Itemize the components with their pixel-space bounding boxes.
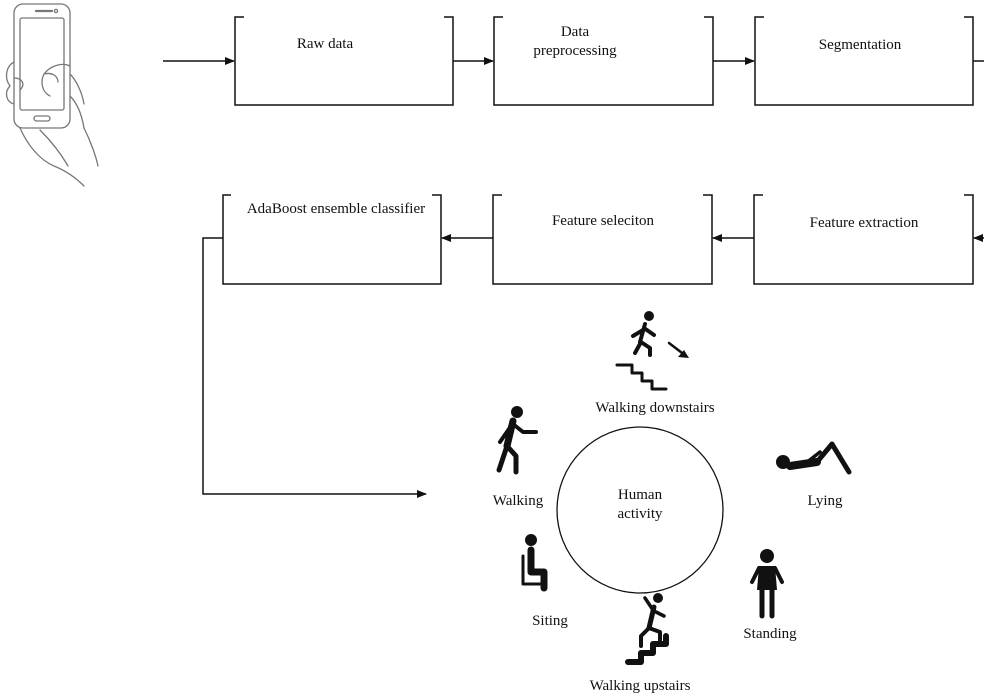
arrow-ada-to-activity (202, 237, 427, 498)
human-activity-label: Human activity (617, 487, 663, 522)
stage-raw-data (234, 16, 454, 106)
stage-label-raw-data: Raw data (296, 36, 354, 52)
activity-label-standing: Standing (743, 626, 797, 642)
walking-person-icon (496, 406, 538, 475)
stage-feature-selection (492, 194, 713, 285)
stage-segmentation (754, 16, 974, 106)
stage-ada-boost (222, 194, 442, 285)
stage-label-feature-extraction: Feature extraction (809, 215, 919, 231)
activity-label-walking: Walking (492, 493, 544, 509)
activity-label-lying: Lying (807, 493, 843, 509)
hand-holding-smartphone-icon (5, 3, 99, 187)
lying-person-icon (776, 441, 852, 475)
activity-label-walking-downstairs: Walking downstairs (595, 400, 715, 416)
sitting-person-icon (521, 534, 548, 592)
walking-upstairs-icon (625, 593, 669, 665)
stage-feature-extraction (753, 194, 974, 285)
stage-label-segmentation: Segmentation (818, 37, 902, 53)
walking-downstairs-icon (615, 311, 689, 391)
stage-label-data-preprocessing: Data preprocessing (533, 24, 617, 59)
activity-label-walking-upstairs: Walking upstairs (589, 678, 691, 694)
activity-label-siting: Siting (532, 613, 568, 629)
standing-person-icon (750, 549, 784, 619)
stage-data-preprocessing (493, 16, 714, 106)
stage-label-ada-boost: AdaBoost ensemble classifier (246, 201, 426, 217)
stage-label-feature-selection: Feature seleciton (551, 213, 655, 229)
human-activity-circle (556, 426, 724, 594)
